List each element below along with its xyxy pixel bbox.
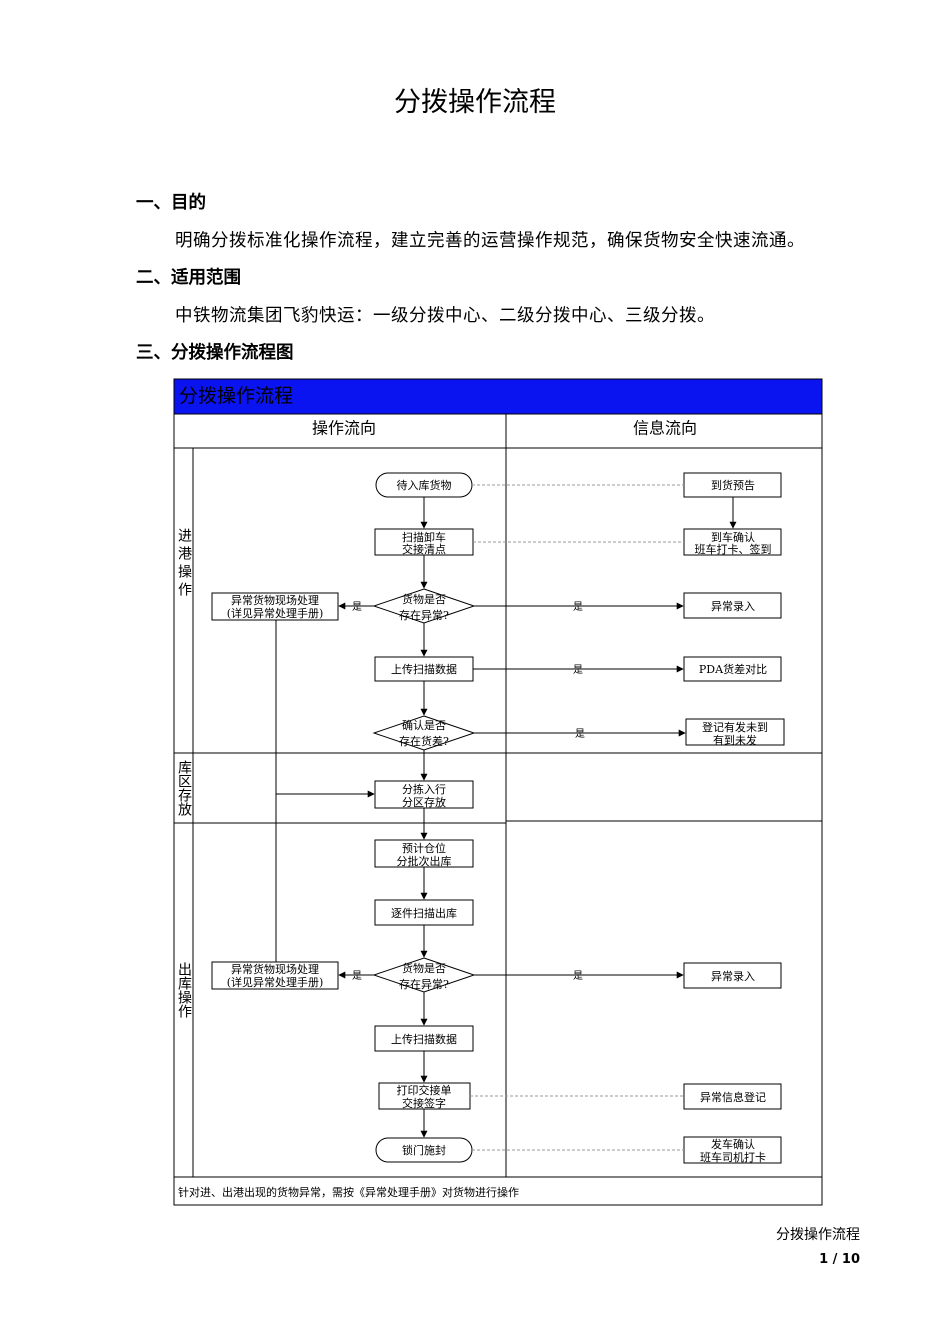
node-print-handover-line1: 打印交接单 [397,1083,452,1097]
node-pda-compare [683,656,782,682]
footer-label: 分拨操作流程 [776,1227,860,1243]
section-body-purpose: 明确分拨标准化操作流程，建立完善的运营操作规范，确保货物安全快速流通。 [175,231,805,251]
node-exception-out-line2: (详见异常处理手册) [227,975,324,989]
node-pending-goods-label: 待入库货物 [397,478,452,492]
node-exception-in-line1: 异常货物现场处理 [231,593,319,607]
node-plan-out-line2: 分批次出库 [397,854,452,868]
node-pda-compare-label: PDA货差对比 [699,662,767,676]
section-heading-flowchart: 三、分拨操作流程图 [136,343,294,363]
node-exception-in-line2: (详见异常处理手册) [227,606,324,620]
label-yes-pda: 是 [573,664,583,676]
node-upload-scan-in-label: 上传扫描数据 [391,662,457,676]
node-register-diff-line2: 有到未发 [713,733,757,747]
node-upload-scan-out-label: 上传扫描数据 [391,1032,457,1046]
node-check-abnormal-out-line2: 存在异常? [399,977,449,991]
node-check-abnormal-in-line1: 货物是否 [402,592,446,606]
node-plan-out-line1: 预计仓位 [402,841,446,855]
label-yes-in-left: 是 [352,601,362,613]
node-exception-entry-in-label: 异常录入 [711,600,755,613]
flowchart-frame [173,378,823,1206]
page-number: 1 / 10 [819,1252,860,1267]
node-check-diff-line1: 确认是否 [402,719,446,732]
node-lock-seal-label: 锁门施封 [402,1143,446,1157]
flowchart-banner [174,379,822,414]
node-exception-entry-out-label: 异常录入 [711,970,755,983]
flowchart-banner-title: 分拨操作流程 [179,385,293,407]
section-body-scope: 中铁物流集团飞豹快运：一级分拨中心、二级分拨中心、三级分拨。 [175,306,715,326]
node-exception-register [683,1083,782,1110]
node-sort-store [374,780,474,809]
node-check-abnormal-out-line1: 货物是否 [402,961,446,975]
lane-outbound: 出库操作 [176,962,192,1018]
node-register-diff [685,718,785,746]
node-exception-in [211,592,339,621]
section-heading-purpose: 一、目的 [136,193,206,213]
document-title: 分拨操作流程 [394,87,556,118]
node-upload-scan-out [374,1025,474,1052]
node-sort-store-line2: 分区存放 [402,795,446,809]
node-scan-out [374,899,474,926]
node-arrival-notice-label: 到货预告 [711,478,755,492]
node-depart-confirm-line2: 班车司机打卡 [700,1150,766,1164]
node-check-abnormal-in-line2: 存在异常? [399,608,449,622]
node-arrival-confirm-line1: 到车确认 [711,530,755,544]
node-arrival-confirm [683,528,782,556]
node-scan-unload-line1: 扫描卸车 [402,530,446,544]
node-exception-entry-out [683,962,782,989]
label-yes-out-left: 是 [352,970,362,982]
section-heading-scope: 二、适用范围 [136,268,241,288]
label-yes-register-diff: 是 [575,728,585,740]
node-print-handover [378,1082,471,1110]
label-yes-exception-out: 是 [573,970,583,982]
node-exception-out-line1: 异常货物现场处理 [231,962,319,976]
node-scan-out-label: 逐件扫描出库 [391,906,457,920]
node-exception-out [211,961,339,990]
node-register-diff-line1: 登记有发未到 [702,720,768,734]
node-print-handover-line2: 交接签字 [402,1096,446,1110]
column-header-info: 信息流向 [633,419,697,438]
lane-inbound: 进港操作 [176,528,192,600]
label-yes-exception-in: 是 [573,601,583,613]
flowchart-note: 针对进、出港出现的货物异常，需按《异常处理手册》对货物进行操作 [178,1185,519,1199]
node-arrival-confirm-line2: 班车打卡、签到 [695,542,772,556]
node-exception-entry-in [683,592,782,619]
node-sort-store-line1: 分拣入行 [402,782,446,796]
node-depart-confirm [683,1136,782,1164]
node-exception-register-label: 异常信息登记 [700,1090,766,1104]
node-depart-confirm-line1: 发车确认 [711,1137,755,1151]
node-check-diff-line2: 存在货差? [399,734,449,748]
column-header-operation: 操作流向 [312,419,376,438]
node-arrival-notice [683,472,782,498]
node-scan-unload-line2: 交接清点 [402,542,446,556]
lane-storage: 库区存放 [176,760,192,817]
